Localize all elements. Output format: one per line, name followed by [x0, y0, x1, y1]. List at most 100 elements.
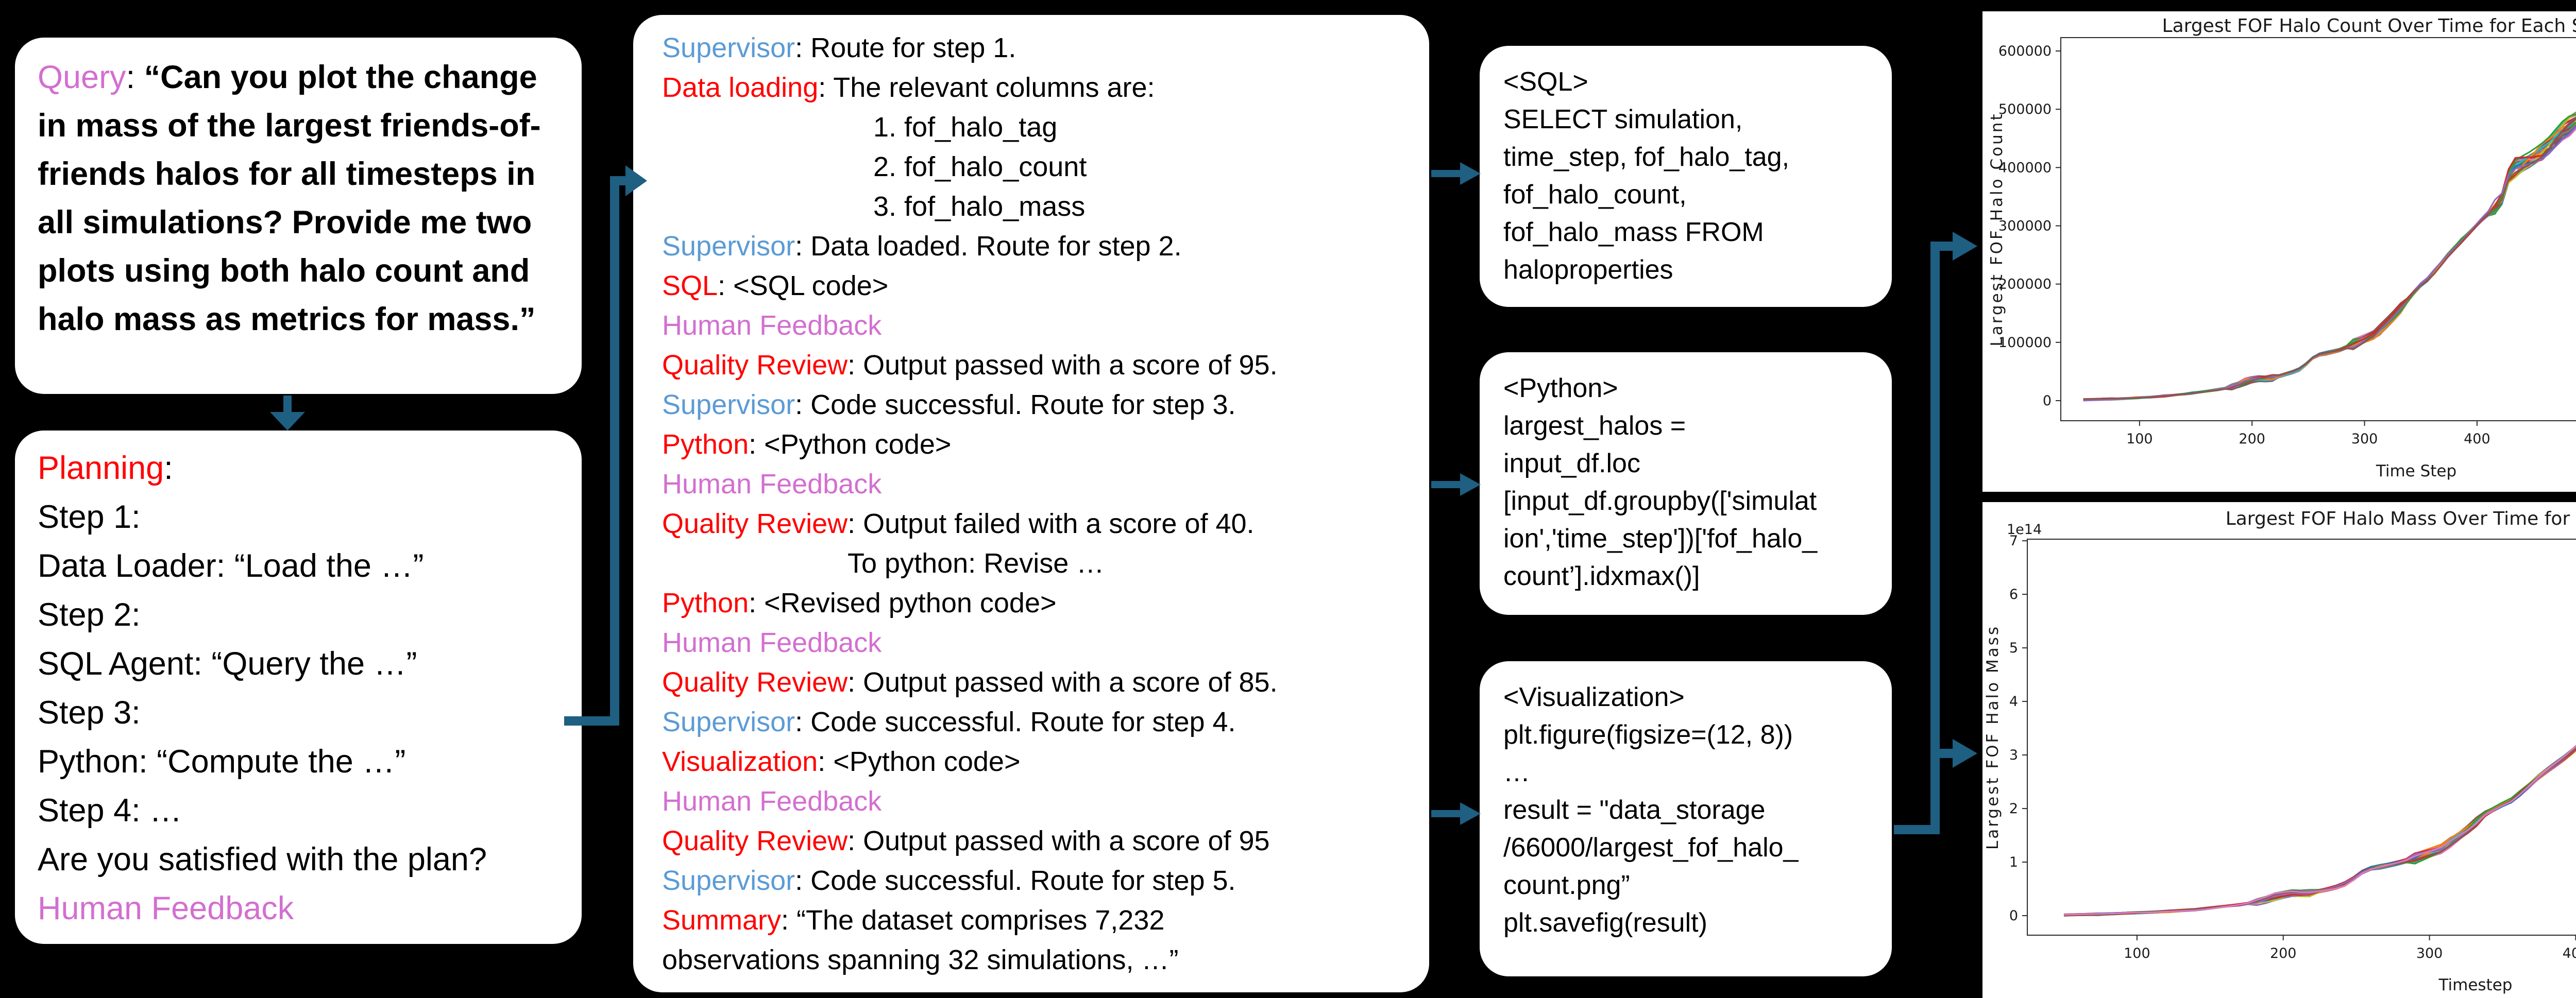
svg-text:300: 300: [2416, 945, 2443, 961]
trace-line-segment: Quality Review: [662, 350, 848, 381]
trace-line: Python: <Python code>: [662, 425, 1400, 464]
trace-line-segment: : Output passed with a score of 85.: [848, 667, 1278, 698]
svg-text:400: 400: [2563, 945, 2576, 961]
code-line: result = "data_storage: [1503, 795, 1766, 825]
trace-line: Summary: “The dataset comprises 7,232: [662, 901, 1400, 940]
trace-line-segment: Python: [662, 429, 749, 460]
trace-line-segment: Visualization: [662, 746, 818, 777]
planning-line-segment: :: [164, 450, 173, 486]
svg-text:4: 4: [2009, 694, 2018, 710]
trace-line: Data loading: The relevant columns are:: [662, 68, 1400, 108]
trace-line-segment: Summary: [662, 905, 782, 936]
trace-line: Supervisor: Code successful. Route for s…: [662, 702, 1400, 742]
trace-line-segment: Supervisor: [662, 707, 795, 737]
trace-line-segment: To python: Revise …: [848, 548, 1105, 579]
planning-line: Step 4: …: [38, 786, 559, 835]
trace-line-segment: Human Feedback: [662, 310, 882, 341]
svg-text:2: 2: [2009, 801, 2018, 817]
trace-line: To python: Revise …: [662, 544, 1400, 583]
code-line: haloproperties: [1503, 255, 1673, 285]
svg-text:300000: 300000: [1998, 218, 2052, 234]
planning-line: Human Feedback: [38, 884, 559, 933]
code-line: [input_df.groupby(['simulat: [1503, 486, 1817, 516]
code-line: /66000/largest_fof_halo_: [1503, 833, 1799, 863]
query-text: “Can you plot the change in mass of the …: [38, 59, 541, 337]
svg-text:200: 200: [2239, 431, 2265, 447]
svg-text:Largest FOF Halo Count Over Ti: Largest FOF Halo Count Over Time for Eac…: [2162, 15, 2576, 37]
trace-line-segment: : <Python code>: [749, 429, 952, 460]
planning-box: Planning:Step 1:Data Loader: “Load the ……: [15, 431, 582, 944]
trace-line: Visualization: <Python code>: [662, 742, 1400, 782]
svg-text:1e14: 1e14: [2007, 522, 2042, 538]
trace-line-segment: : Data loaded. Route for step 2.: [795, 231, 1182, 262]
svg-text:7: 7: [2009, 533, 2018, 549]
code-line: <Python>: [1503, 373, 1618, 403]
trace-line: Quality Review: Output passed with a sco…: [662, 821, 1400, 861]
trace-line: Quality Review: Output passed with a sco…: [662, 663, 1400, 702]
agent-trace-box: Supervisor: Route for step 1.Data loadin…: [633, 15, 1429, 992]
svg-text:5: 5: [2009, 640, 2018, 656]
query-box: Query: “Can you plot the change in mass …: [15, 38, 582, 394]
trace-line-segment: SQL: [662, 270, 718, 301]
trace-line-segment: Python: [662, 588, 749, 618]
planning-line-segment: Python: “Compute the …”: [38, 744, 406, 780]
trace-line-segment: Quality Review: [662, 825, 848, 856]
trace-line: SQL: <SQL code>: [662, 266, 1400, 306]
query-label: Query: [38, 59, 126, 95]
planning-line: SQL Agent: “Query the …”: [38, 640, 559, 689]
svg-text:400000: 400000: [1998, 160, 2052, 176]
trace-line-segment: : Code successful. Route for step 5.: [795, 865, 1236, 896]
trace-line-segment: 1. fof_halo_tag: [873, 112, 1058, 143]
series-line-26: [2063, 745, 2576, 916]
trace-line: Quality Review: Output failed with a sco…: [662, 504, 1400, 544]
query-colon: :: [126, 59, 144, 95]
trace-line: Supervisor: Code successful. Route for s…: [662, 385, 1400, 425]
trace-line: 1. fof_halo_tag: [662, 108, 1400, 147]
svg-text:Largest FOF Halo Mass Over Tim: Largest FOF Halo Mass Over Time for Each…: [2226, 508, 2576, 529]
trace-line: Human Feedback: [662, 623, 1400, 663]
planning-line-segment: Step 4: …: [38, 793, 182, 829]
planning-line: Planning:: [38, 444, 559, 493]
trace-line: Quality Review: Output passed with a sco…: [662, 346, 1400, 385]
trace-line-segment: : Output passed with a score of 95: [848, 825, 1270, 856]
trace-line-segment: Supervisor: [662, 389, 795, 420]
trace-line-segment: : <Python code>: [818, 746, 1021, 777]
planning-line: Python: “Compute the …”: [38, 737, 559, 786]
planning-line: Step 1:: [38, 493, 559, 542]
trace-to-viz-arrow: [1431, 802, 1481, 825]
code-line: plt.figure(figsize=(12, 8)): [1503, 720, 1793, 750]
trace-line-segment: Quality Review: [662, 667, 848, 698]
svg-text:3: 3: [2009, 747, 2018, 763]
svg-text:600000: 600000: [1998, 43, 2052, 59]
svg-text:Time Step: Time Step: [2376, 462, 2456, 480]
trace-to-python-arrow: [1431, 473, 1481, 496]
trace-line-segment: Supervisor: [662, 865, 795, 896]
code-line: count.png”: [1503, 870, 1630, 900]
svg-text:200000: 200000: [1998, 277, 2052, 292]
code-line: …: [1503, 758, 1530, 787]
svg-text:300: 300: [2351, 431, 2378, 447]
trace-line-segment: 2. fof_halo_count: [873, 151, 1087, 182]
trace-line-segment: Human Feedback: [662, 469, 882, 500]
trace-line-segment: : Output failed with a score of 40.: [848, 508, 1255, 539]
trace-line: Supervisor: Data loaded. Route for step …: [662, 227, 1400, 266]
code-line: plt.savefig(result): [1503, 908, 1707, 938]
svg-text:0: 0: [2009, 908, 2018, 924]
trace-line-segment: 3. fof_halo_mass: [873, 191, 1086, 222]
trace-line: 3. fof_halo_mass: [662, 187, 1400, 227]
trace-line-segment: : “The dataset comprises 7,232: [781, 905, 1165, 936]
code-line: largest_halos =: [1503, 411, 1686, 441]
svg-text:1: 1: [2009, 854, 2018, 870]
planning-line-segment: Step 3:: [38, 695, 141, 731]
visualization-code-box: <Visualization>plt.figure(figsize=(12, 8…: [1480, 661, 1892, 976]
code-line: fof_halo_mass FROM: [1503, 217, 1764, 247]
code-line: fof_halo_count,: [1503, 180, 1687, 210]
planning-line-segment: Human Feedback: [38, 890, 294, 926]
svg-text:400: 400: [2464, 431, 2490, 447]
planning-line-segment: SQL Agent: “Query the …”: [38, 646, 417, 682]
trace-line: 2. fof_halo_count: [662, 147, 1400, 187]
svg-text:Largest FOF Halo Mass: Largest FOF Halo Mass: [1984, 625, 2002, 850]
code-line: ion','time_step'])['fof_halo_: [1503, 524, 1818, 554]
code-line: <SQL>: [1503, 67, 1588, 97]
